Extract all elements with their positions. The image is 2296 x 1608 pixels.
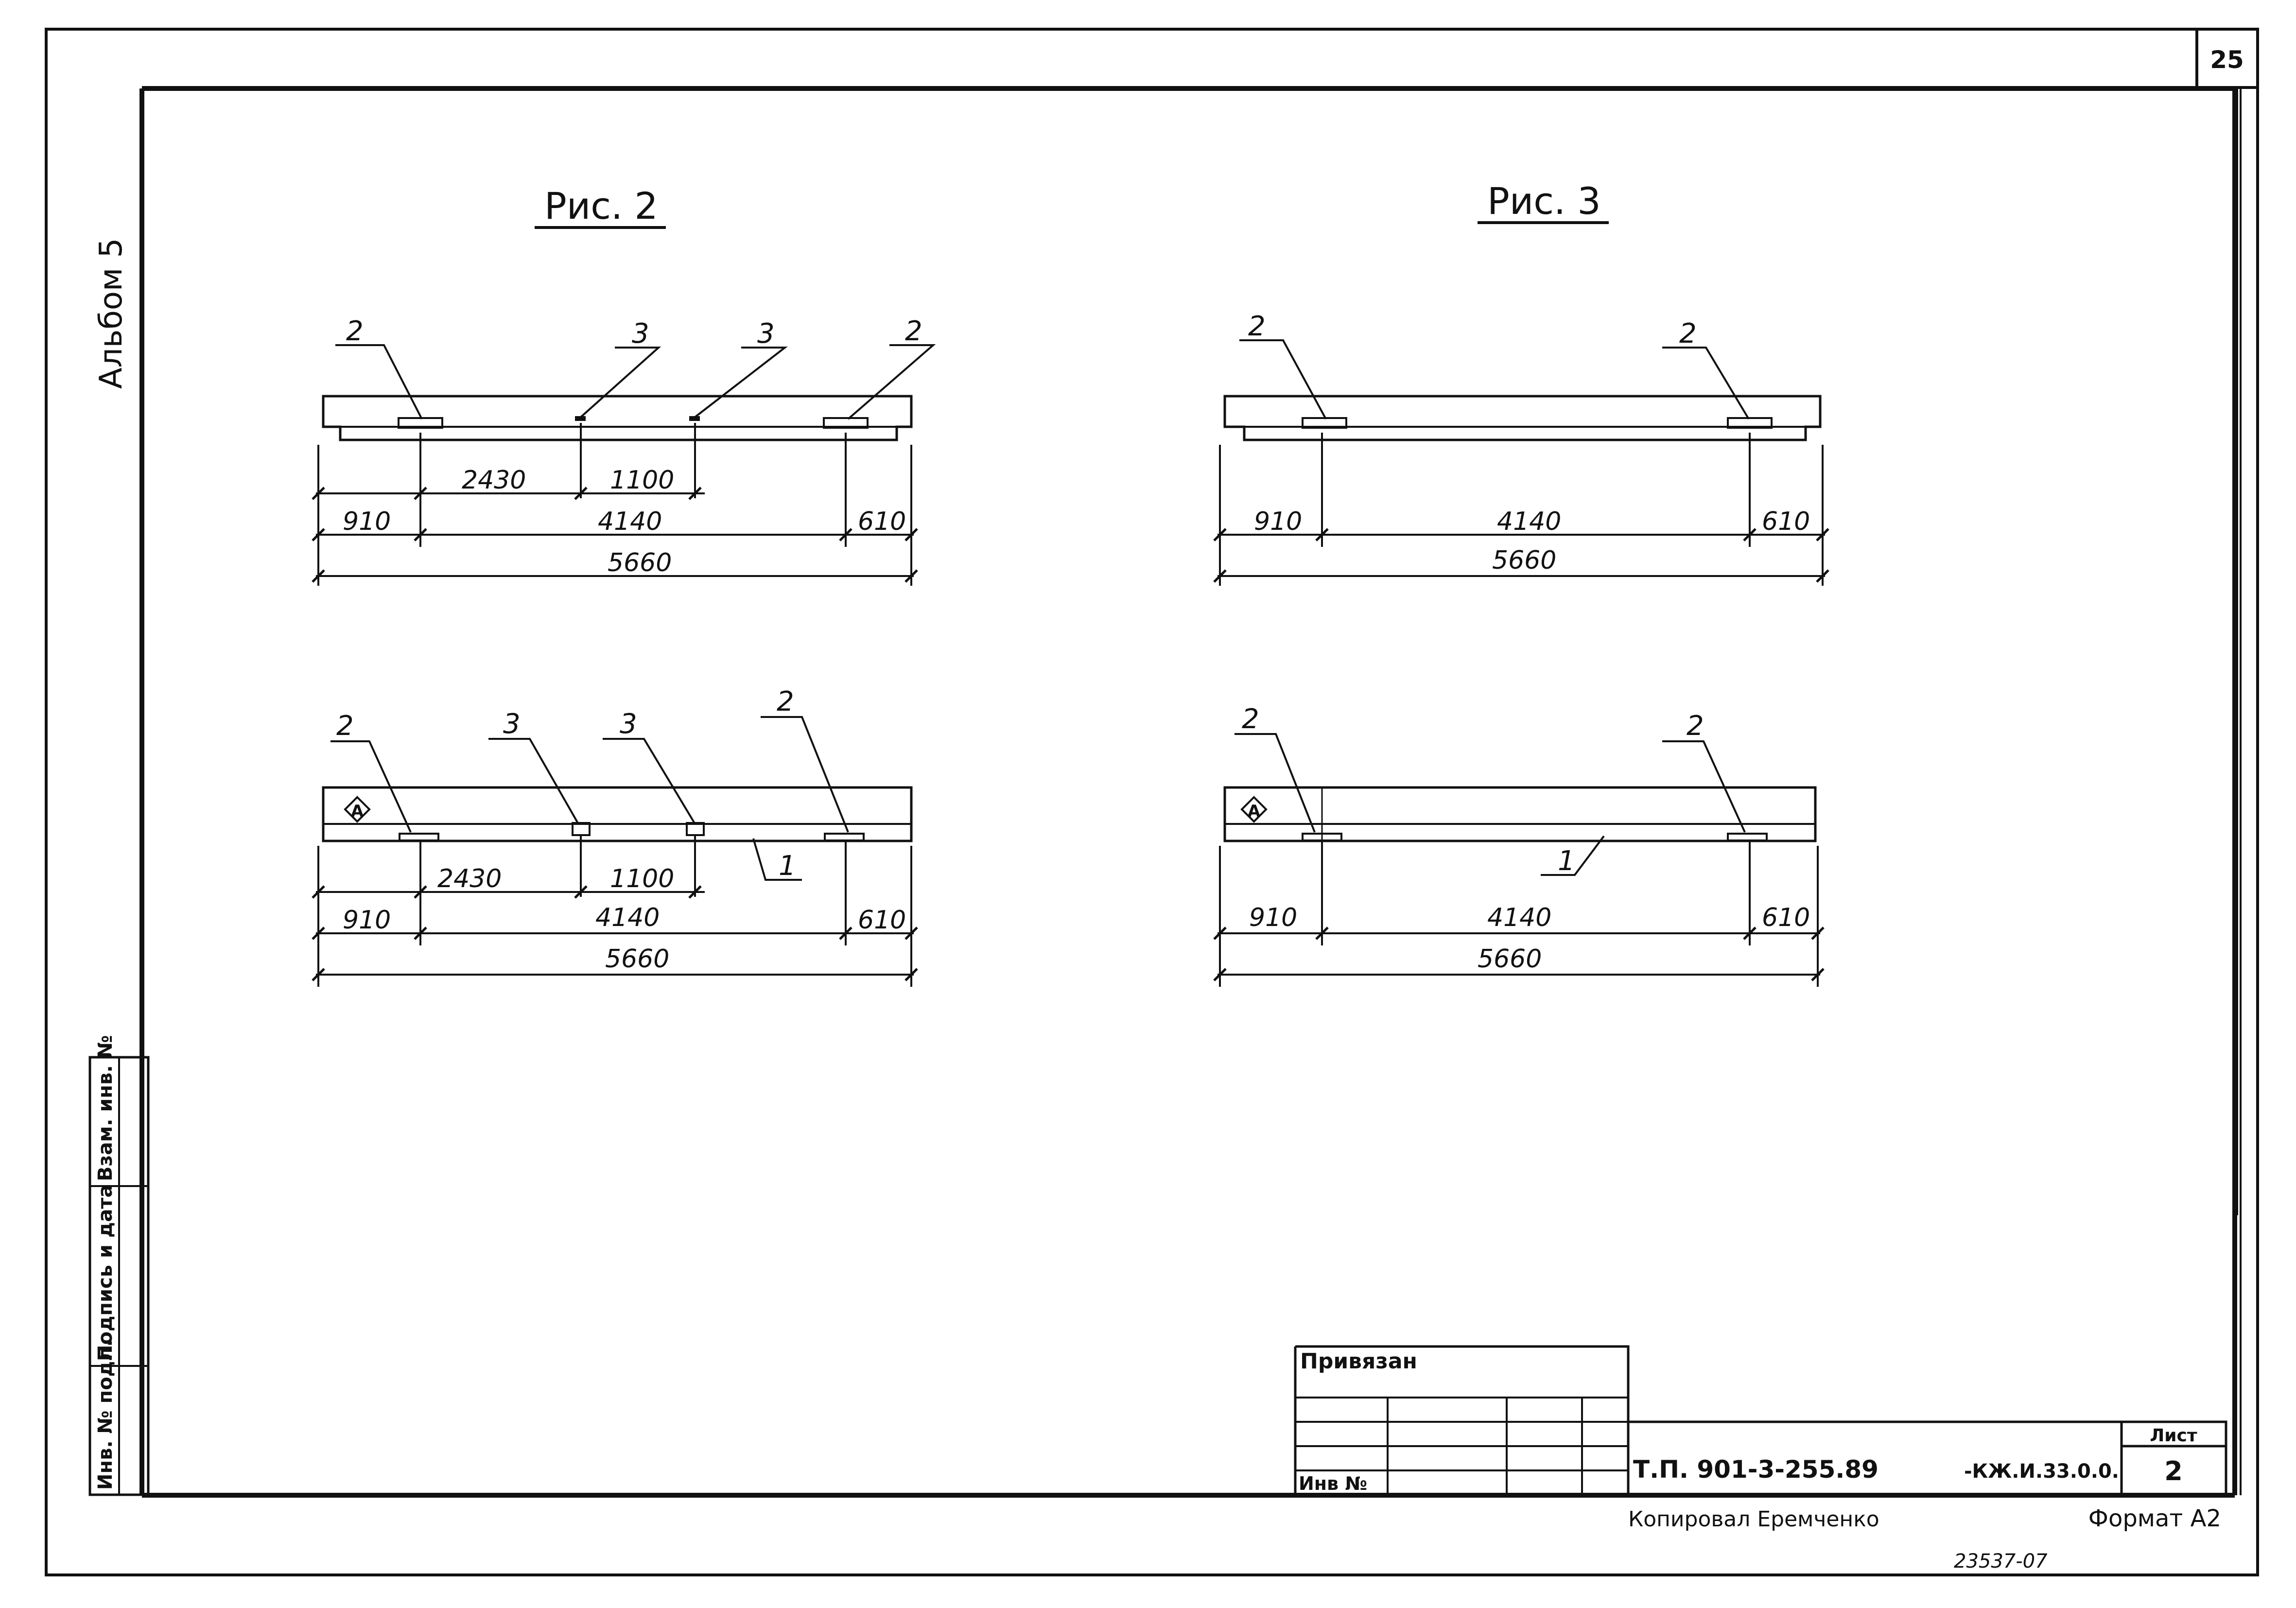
fig2-plan: А 2 3 3 2 1 2430 1100 910 4140 610 5660 [312, 686, 918, 987]
sheet-value: 2 [2164, 1456, 2183, 1486]
archive-number: 23537-07 [1954, 1550, 2048, 1573]
fig3-plan-callout: 1 [1558, 845, 1575, 877]
fig3-elev-dim: 5660 [1492, 546, 1556, 575]
fig2-elev-callout: 3 [632, 318, 649, 350]
embedded-plate [1727, 833, 1768, 841]
fig2-elev-dim: 2430 [462, 466, 526, 495]
fig2-elev-callout: 3 [757, 318, 775, 350]
fig2-plan-callout: 2 [777, 686, 794, 717]
fig2-plan-dim: 1100 [610, 864, 674, 893]
side-stamp-sign: Подпись и дата [94, 1185, 117, 1361]
fig2-elev-dim: 5660 [608, 548, 672, 577]
side-stamp-replace: Взам. инв. № [94, 1035, 117, 1181]
fig3-elevation: 2 2 910 4140 610 5660 [1213, 311, 1829, 586]
fig2-elevation: 2 3 3 2 2430 1100 910 4140 610 5660 [312, 315, 936, 586]
outer-border [45, 28, 2259, 1576]
title-block: Привязан Инв № Т.П. 901-3-255.89 -КЖ.И.3… [1294, 1345, 2227, 1573]
embedded-insert [689, 416, 700, 421]
embedded-plate [1727, 417, 1773, 429]
fig3-elev-dim: 610 [1762, 507, 1810, 536]
fig2-plan-callout: 1 [779, 850, 796, 882]
page-number-box: 25 [2195, 28, 2259, 89]
axis-marker: А [1240, 796, 1268, 823]
axis-marker-label: А [351, 802, 364, 821]
fig2-elev-dim: 910 [343, 507, 391, 536]
sheet-label: Лист [2150, 1426, 2197, 1446]
fig2-plan-callout: 2 [336, 710, 354, 742]
side-stamp-inv: Инв. № подл. [94, 1339, 117, 1490]
fig3-title: Рис. 3 [1487, 179, 1601, 223]
fig3-elev-callout: 2 [1679, 318, 1697, 350]
fig2-plan-callout: 3 [503, 708, 521, 740]
side-stamp: Инв. № подл. Подпись и дата Взам. инв. № [88, 1035, 150, 1496]
fig3-elev-dim: 4140 [1497, 507, 1561, 536]
fig3-elev-dim: 910 [1254, 507, 1302, 536]
embedded-insert [572, 822, 591, 836]
fig3-plan-dim: 910 [1249, 903, 1297, 932]
fig2-plan-dim: 2430 [437, 864, 502, 893]
fig3-plan-dim: 5660 [1478, 944, 1542, 974]
embedded-plate [824, 833, 865, 841]
axis-marker: А [344, 796, 371, 823]
fig3-plan-dim: 610 [1762, 903, 1810, 932]
inv-no-label: Инв № [1299, 1473, 1367, 1494]
doc-code: Т.П. 901-3-255.89 [1633, 1455, 1879, 1484]
fig3-plan-callout: 2 [1242, 703, 1259, 735]
fig3-elev-callout: 2 [1248, 311, 1266, 342]
embedded-insert [575, 416, 586, 421]
embedded-plate [1302, 833, 1342, 841]
fig2-elev-dim: 610 [858, 507, 906, 536]
fig2-plan-dim: 4140 [595, 903, 660, 932]
fig2-plan-dim: 910 [343, 906, 391, 935]
doc-code-suffix: -КЖ.И.33.0.0. [1964, 1460, 2119, 1483]
fig2-elev-dim: 1100 [610, 466, 674, 495]
page-number: 25 [2210, 46, 2244, 74]
fig2-plan-dim: 610 [858, 906, 906, 935]
fig2-title: Рис. 2 [544, 184, 658, 227]
axis-marker-label: А [1248, 802, 1261, 821]
fig2-plan-callout: 3 [620, 708, 637, 740]
fig2-elev-dim: 4140 [598, 507, 662, 536]
format-label: Формат А2 [2088, 1505, 2221, 1532]
fig3-plan-dim: 4140 [1487, 903, 1551, 932]
fig3-plan-callout: 2 [1687, 710, 1704, 742]
embedded-plate [399, 833, 439, 841]
fig3-plan: А 2 2 1 910 4140 610 5660 [1213, 703, 1825, 987]
fig2-elev-callout: 2 [346, 315, 364, 347]
copied-by: Копировал Еремченко [1628, 1507, 1879, 1532]
inner-frame [139, 86, 2238, 1498]
fig2-elev-callout: 2 [905, 315, 922, 347]
fig2-title-group: Рис. 2 [535, 184, 666, 229]
album-label: Альбом 5 [93, 238, 129, 389]
fig3-title-group: Рис. 3 [1478, 179, 1609, 224]
embedded-plate [823, 417, 869, 429]
fig2-plan-dim: 5660 [605, 944, 669, 974]
privyazan-label: Привязан [1300, 1349, 1417, 1374]
